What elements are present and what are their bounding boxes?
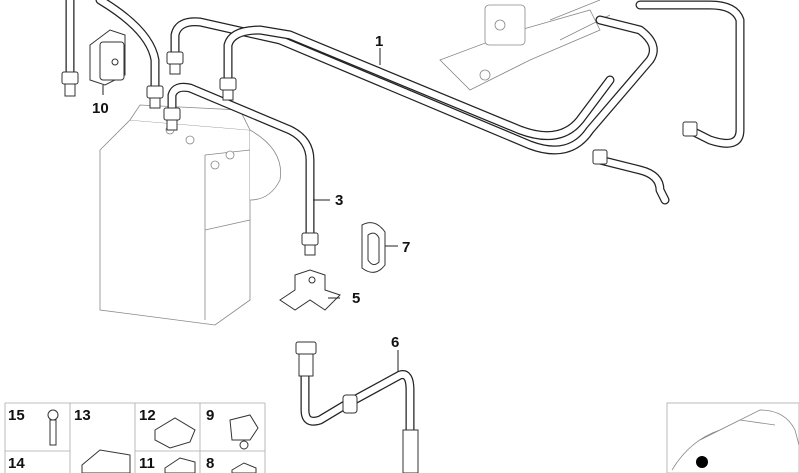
grid-label-14: 14 [8,455,25,472]
grid-label-8: 8 [206,455,214,472]
grid-label-11: 11 [139,455,155,472]
pipe-nuts [61,51,698,256]
callout-5: 5 [352,290,360,307]
grommet-7 [361,222,386,273]
grid-label-9: 9 [206,407,214,424]
grid-label-12: 12 [139,407,156,424]
callout-1: 1 [375,33,383,50]
grid-label-13: 13 [74,407,91,424]
grommet-10 [89,29,126,86]
brake-hose-6 [295,341,419,473]
callout-6: 6 [391,334,399,351]
parts-grid: 15 13 12 9 14 11 8 [4,402,266,473]
location-marker-icon [696,456,708,468]
callout-7: 7 [402,239,410,256]
master-cylinder [439,0,611,91]
callout-3: 3 [335,192,343,209]
grid-label-15: 15 [8,407,25,424]
brake-pipes [65,0,745,240]
abs-unit [99,104,282,326]
callout-10: 10 [92,100,109,117]
vehicle-location-thumbnail [666,402,799,473]
bracket-5 [279,269,341,311]
